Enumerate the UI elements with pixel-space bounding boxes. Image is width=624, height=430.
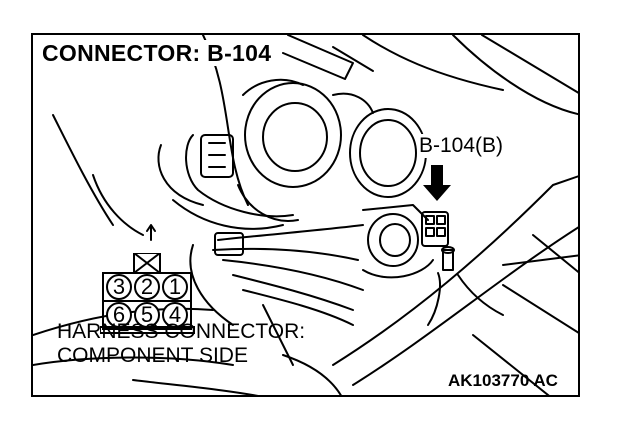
connector-callout-label: B-104(B) <box>417 134 506 158</box>
harness-label-line2: COMPONENT SIDE <box>57 344 248 367</box>
diagram-frame: CONNECTOR: B-104 B-104(B) 3 2 1 6 5 4 HA… <box>31 33 580 397</box>
harness-label-line1: HARNESS CONNECTOR: <box>57 320 306 343</box>
pin-2: 2 <box>134 274 160 300</box>
pin-4: 4 <box>162 302 188 328</box>
connector-title: CONNECTOR: B-104 <box>39 40 275 66</box>
pin-5: 5 <box>134 302 160 328</box>
pin-3: 3 <box>106 274 132 300</box>
engine-illustration <box>33 35 578 395</box>
pin-6: 6 <box>106 302 132 328</box>
harness-connector-label: HARNESS CONNECTOR: COMPONENT SIDE <box>57 320 305 368</box>
figure-code: AK103770 AC <box>448 371 558 390</box>
pin-1: 1 <box>162 274 188 300</box>
